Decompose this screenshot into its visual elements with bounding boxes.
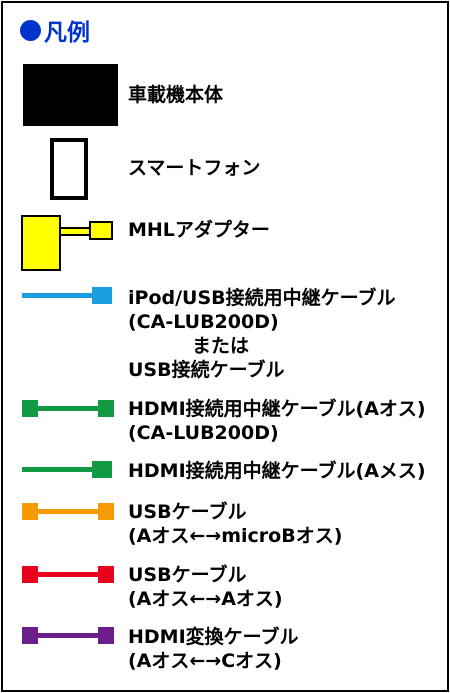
legend-text: USBケーブル — [128, 501, 247, 523]
legend-text: HDMI接続用中継ケーブル(Aオス) — [128, 398, 426, 420]
legend-text: 車載機本体 — [128, 84, 224, 106]
legend-title: 凡例 — [20, 15, 90, 46]
bullet-icon — [20, 19, 41, 41]
cable-two-ends-icon — [22, 503, 114, 520]
legend-label-ipod-usb: iPod/USB接続用中継ケーブル (CA-LUB200D) または USB接続… — [128, 286, 396, 382]
smartphone-outline-icon — [50, 138, 88, 200]
legend-text: スマートフォン — [128, 157, 261, 179]
legend-label-hdmi-relay-a-female: HDMI接続用中継ケーブル(Aメス) — [128, 459, 426, 483]
legend-label-usb-aa: USBケーブル (Aオス←→Aオス) — [128, 563, 283, 611]
legend-text: (CA-LUB200D) — [128, 422, 279, 444]
legend-text: USB接続ケーブル — [128, 359, 285, 381]
legend-label-smartphone: スマートフォン — [128, 156, 260, 180]
legend-label-unit: 車載機本体 — [128, 83, 223, 107]
legend-label-usb-micro: USBケーブル (Aオス←→microBオス) — [128, 500, 342, 548]
cable-one-end-icon — [22, 287, 112, 304]
cable-two-ends-icon — [22, 400, 114, 417]
legend-label-mhl: MHLアダプター — [128, 218, 270, 242]
legend-text: (Aオス←→Cオス) — [128, 650, 282, 672]
cable-two-ends-icon — [22, 627, 114, 644]
black-rectangle-icon — [23, 64, 118, 126]
legend-text: (Aオス←→Aオス) — [128, 588, 283, 610]
legend-text: または — [192, 335, 250, 357]
legend-label-hdmi-conv: HDMI変換ケーブル (Aオス←→Cオス) — [128, 625, 299, 673]
cable-one-end-icon — [22, 461, 112, 478]
legend-text: HDMI変換ケーブル — [128, 626, 299, 648]
legend-text: HDMI接続用中継ケーブル(Aメス) — [128, 460, 426, 482]
legend-text: MHLアダプター — [128, 219, 270, 241]
legend-text: (CA-LUB200D) — [128, 311, 279, 333]
legend-text: (Aオス←→microBオス) — [128, 525, 343, 547]
legend-title-text: 凡例 — [44, 20, 90, 46]
legend-label-hdmi-relay-a: HDMI接続用中継ケーブル(Aオス) (CA-LUB200D) — [128, 397, 426, 445]
legend-text: USBケーブル — [128, 564, 247, 586]
legend-text: iPod/USB接続用中継ケーブル — [128, 287, 396, 309]
mhl-adapter-icon — [21, 215, 113, 271]
cable-two-ends-icon — [22, 566, 114, 583]
